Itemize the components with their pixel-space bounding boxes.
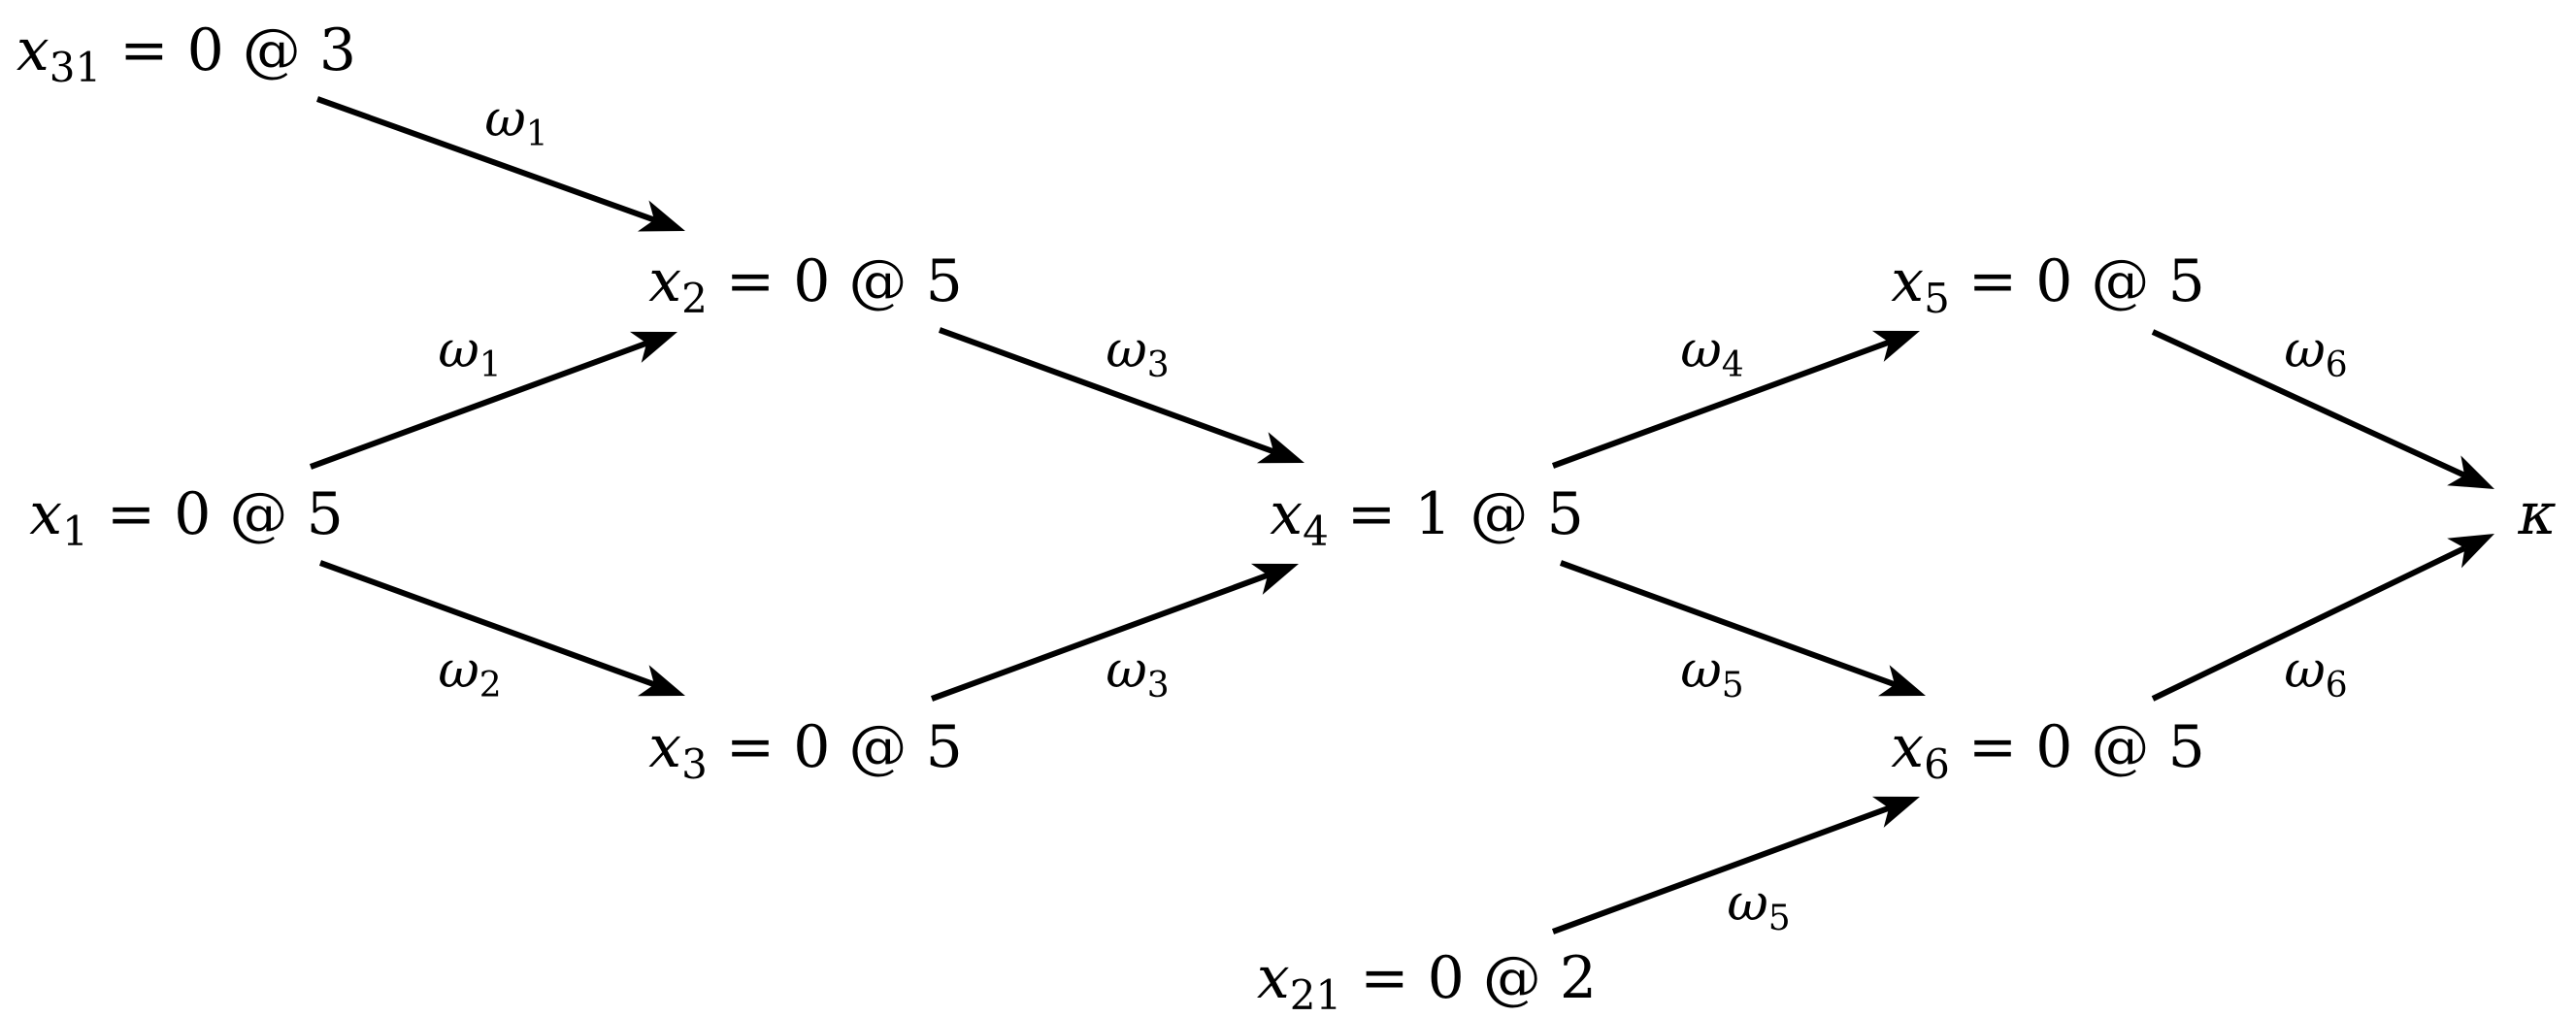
edge-weight-label: ω6 bbox=[2284, 641, 2347, 705]
node-x5: x5 = 0 @ 5 bbox=[1891, 247, 2205, 322]
edge-x4-x5: ω4 bbox=[1551, 321, 1920, 469]
arrow-head-icon bbox=[1250, 563, 1299, 595]
arrow-head-icon bbox=[1871, 330, 1920, 362]
edge-weight-label: ω4 bbox=[1680, 321, 1743, 385]
node-x21: x21 = 0 @ 2 bbox=[1257, 944, 1597, 1017]
edge-line bbox=[2151, 545, 2466, 702]
edge-line bbox=[2151, 329, 2466, 478]
edge-line bbox=[318, 560, 656, 688]
arrow-head-icon bbox=[637, 200, 685, 232]
edge-x1-x2: ω1 bbox=[309, 321, 677, 470]
node-x31: x31 = 0 @ 3 bbox=[17, 16, 356, 91]
edge-x31-x2: ω1 bbox=[315, 90, 685, 232]
edge-x2-x4: ω3 bbox=[938, 321, 1305, 464]
edge-weight-label: ω1 bbox=[484, 90, 547, 154]
edge-weight-label: ω3 bbox=[1106, 641, 1169, 705]
edge-line bbox=[1551, 804, 1891, 935]
edge-x6-kappa: ω6 bbox=[2151, 534, 2494, 705]
edge-line bbox=[1551, 339, 1891, 469]
node-x6: x6 = 0 @ 5 bbox=[1891, 713, 2205, 788]
edge-line bbox=[315, 96, 656, 223]
edge-x5-kappa: ω6 bbox=[2151, 321, 2494, 489]
edge-weight-label: ω1 bbox=[438, 321, 501, 385]
edge-weight-label: ω2 bbox=[438, 641, 501, 705]
edge-line bbox=[309, 340, 648, 470]
node-x2: x2 = 0 @ 5 bbox=[648, 247, 963, 322]
arrow-head-icon bbox=[1256, 432, 1305, 464]
edge-line bbox=[938, 327, 1275, 455]
node-x4: x4 = 1 @ 5 bbox=[1270, 480, 1584, 555]
edge-line bbox=[930, 572, 1270, 702]
arrow-head-icon bbox=[1871, 796, 1920, 828]
edge-weight-label: ω3 bbox=[1106, 321, 1169, 385]
arrow-head-icon bbox=[629, 331, 677, 363]
edges-layer: ω1 ω1 ω2 ω3 ω3 ω4 ω5 ω5 ω6 ω6 bbox=[309, 90, 2494, 938]
nodes-layer: x31 = 0 @ 3 x2 = 0 @ 5 x1 = 0 @ 5 x3 = 0 @ … bbox=[17, 16, 2557, 1017]
edge-x3-x4: ω3 bbox=[930, 563, 1299, 705]
edge-x21-x6: ω5 bbox=[1551, 796, 1920, 938]
node-x3: x3 = 0 @ 5 bbox=[648, 713, 963, 788]
node-x1: x1 = 0 @ 5 bbox=[29, 480, 344, 555]
arrow-head-icon bbox=[1877, 665, 1926, 697]
node-kappa: κ bbox=[2517, 480, 2556, 548]
edge-weight-label: ω5 bbox=[1680, 641, 1743, 705]
edge-x1-x3: ω2 bbox=[318, 560, 685, 705]
edge-weight-label: ω6 bbox=[2284, 321, 2347, 385]
arrow-head-icon bbox=[2447, 534, 2494, 569]
edge-line bbox=[1559, 560, 1897, 688]
arrow-head-icon bbox=[637, 665, 685, 697]
edge-x4-x6: ω5 bbox=[1559, 560, 1926, 705]
edge-weight-label: ω5 bbox=[1727, 874, 1790, 938]
arrow-head-icon bbox=[2447, 455, 2494, 489]
